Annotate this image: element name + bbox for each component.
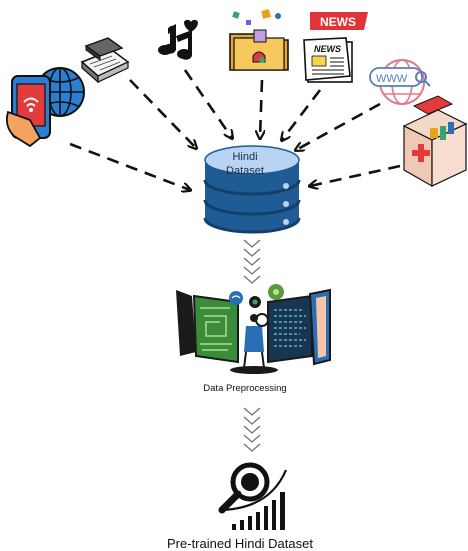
data-preprocessing-illustration [176,284,331,374]
preprocessing-label: Data Preprocessing [203,383,287,394]
news-badge-text: NEWS [320,15,356,29]
newspaper-icon: NEWS NEWS [303,12,368,83]
music-notes-icon [158,19,198,60]
folder-icon [229,9,289,71]
web-globe-icon: WWW [369,59,431,105]
first-aid-kit-icon [402,95,468,188]
analytics-magnifier-icon [218,462,288,530]
database-label-line2: Dataset [226,165,264,177]
database-label: Hindi Dataset [205,150,285,178]
smartphone-wifi-icon [5,67,85,148]
news-paper-text: NEWS [314,44,341,54]
source-arrows [69,69,401,190]
database-icon [203,145,301,234]
web-badge-text: WWW [376,73,408,85]
flow-chevrons-2 [243,407,261,452]
flow-chevrons-1 [243,239,261,284]
books-icon [80,37,130,84]
database-label-line1: Hindi [232,151,258,163]
output-label: Pre-trained Hindi Dataset [167,536,313,551]
